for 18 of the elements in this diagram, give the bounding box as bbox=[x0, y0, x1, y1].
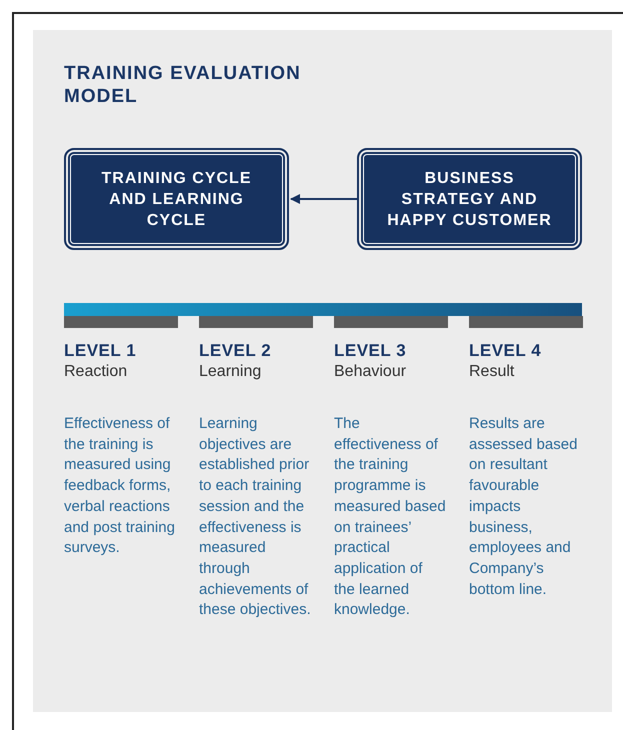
level-heading: LEVEL 3 bbox=[334, 340, 408, 362]
arrow bbox=[290, 194, 357, 204]
level-description: Effectiveness of the training is measured using feedback forms, verbal reactions and post training surveys. bbox=[64, 414, 176, 558]
box-text: BUSINESS STRATEGY AND HAPPY CUSTOMER bbox=[386, 168, 553, 230]
level-name: Reaction bbox=[64, 362, 128, 382]
level-heading: LEVEL 2 bbox=[199, 340, 272, 362]
title: TRAINING EVALUATION MODEL bbox=[64, 62, 302, 108]
level-name: Behaviour bbox=[334, 362, 408, 382]
level-heading: LEVEL 1 bbox=[64, 340, 138, 362]
level-description: The effectiveness of the training programme is measured based on trainees’ practical application of the learned knowledge. bbox=[334, 414, 446, 620]
level-name: Learning bbox=[199, 362, 262, 382]
box-text: TRAINING CYCLE AND LEARNING CYCLE bbox=[100, 168, 252, 230]
level-description: Results are assessed based on resultant favourable impacts business, employees and Company’s bottom line. bbox=[469, 414, 578, 600]
process-box bbox=[64, 148, 289, 250]
level-name: Result bbox=[469, 362, 516, 382]
process-box bbox=[357, 148, 582, 250]
level-heading: LEVEL 4 bbox=[469, 340, 542, 362]
level-description: Learning objectives are established prior to each training session and the effectiveness is measured through achievements of these objectives. bbox=[199, 414, 311, 620]
